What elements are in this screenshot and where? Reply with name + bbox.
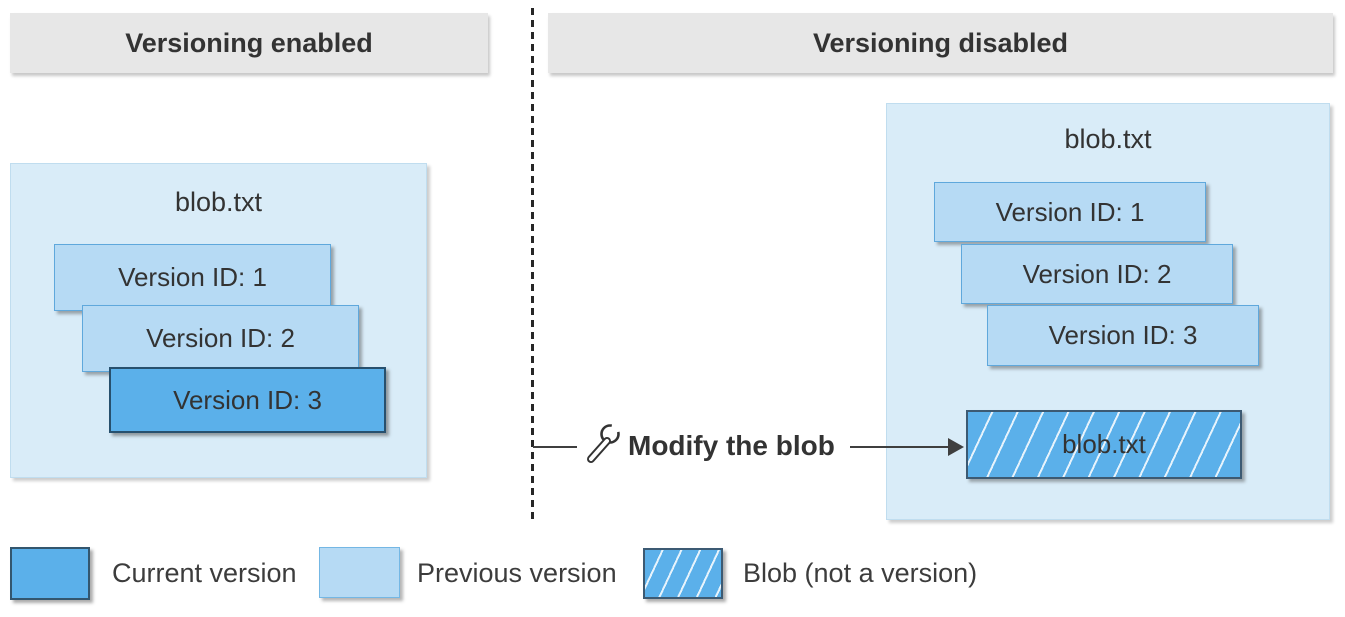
connector-stub-line	[533, 446, 577, 448]
legend-label-current-version: Current version	[112, 558, 297, 588]
header-versioning-enabled-label: Versioning enabled	[125, 27, 373, 58]
version-box-previous: Version ID: 3	[987, 305, 1259, 366]
legend-swatch-current-version	[10, 547, 90, 600]
version-box-previous: Version ID: 2	[961, 244, 1233, 304]
legend-label-blob-not-a-version: Blob (not a version)	[743, 558, 978, 588]
version-label: Version ID: 2	[1022, 258, 1172, 289]
version-box-current: Version ID: 3	[109, 367, 386, 433]
blob-box-not-a-version: blob.txt	[966, 410, 1242, 479]
header-versioning-disabled: Versioning disabled	[548, 13, 1333, 73]
version-box-previous: Version ID: 2	[82, 305, 359, 372]
arrow-line	[850, 446, 950, 448]
blob-container-disabled: blob.txt Version ID: 1 Version ID: 2 Ver…	[886, 103, 1330, 520]
version-label: Version ID: 1	[995, 196, 1145, 227]
blob-box-label: blob.txt	[1062, 429, 1146, 459]
legend-swatch-previous-version	[319, 547, 400, 598]
blob-title: blob.txt	[1064, 124, 1152, 154]
wrench-icon	[587, 420, 626, 463]
header-versioning-enabled: Versioning enabled	[10, 13, 488, 73]
divider-dashed-line	[531, 8, 534, 520]
version-label: Version ID: 3	[173, 384, 322, 415]
version-label: Version ID: 2	[146, 323, 295, 353]
version-box-previous: Version ID: 1	[54, 244, 331, 311]
blob-container-enabled: blob.txt Version ID: 1 Version ID: 2 Ver…	[10, 163, 427, 478]
action-label: Modify the blob	[628, 430, 835, 461]
version-box-previous: Version ID: 1	[934, 182, 1206, 242]
blob-title: blob.txt	[174, 187, 263, 217]
version-label: Version ID: 3	[1048, 320, 1198, 350]
header-versioning-disabled-label: Versioning disabled	[812, 27, 1069, 58]
legend-label-previous-version: Previous version	[417, 558, 617, 588]
arrowhead-icon	[948, 438, 964, 456]
version-label: Version ID: 1	[118, 262, 267, 292]
legend-swatch-blob-not-a-version	[643, 548, 723, 599]
